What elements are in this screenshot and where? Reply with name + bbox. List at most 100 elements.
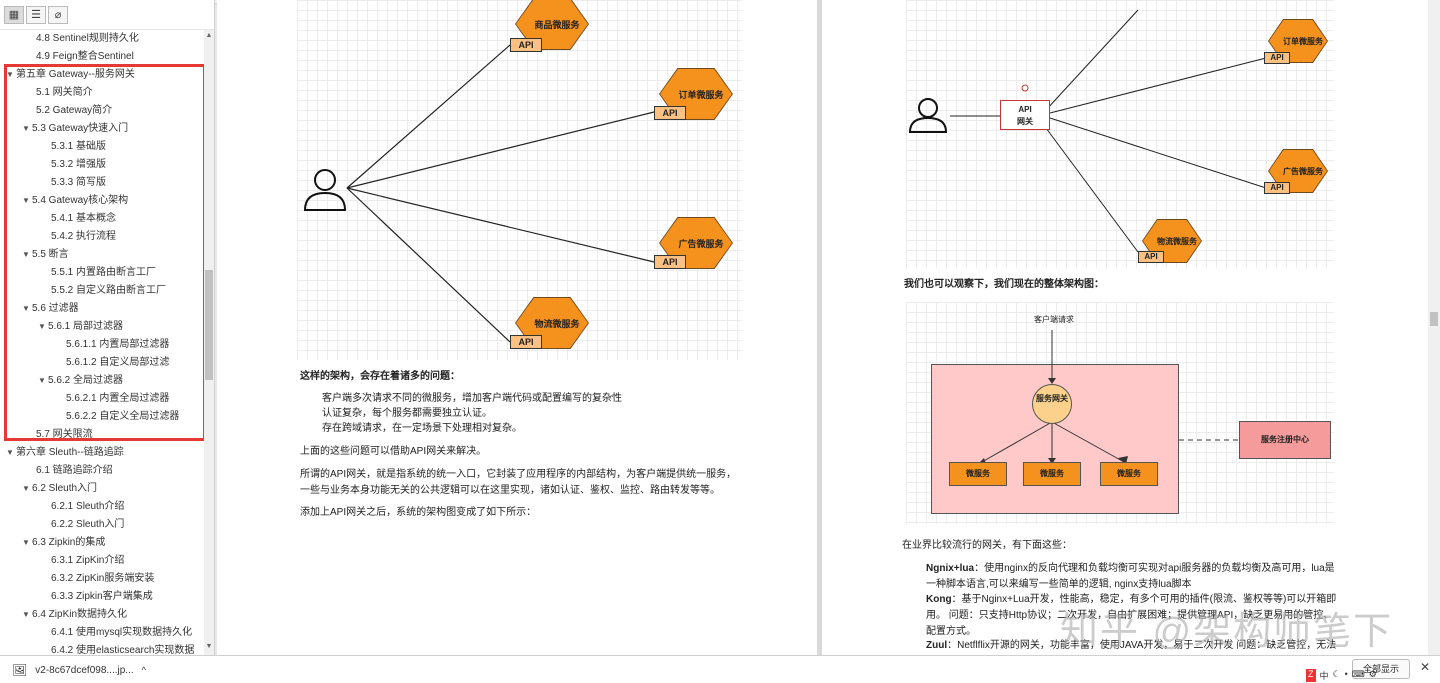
keyboard-icon[interactable]: ⌨ <box>1351 669 1365 679</box>
toc-item[interactable]: ▼6.2 Sleuth入门 <box>0 480 214 498</box>
diagram-direct-access: 商品微服务 API 订单微服务 API 广告微服务 API 物流微服务 API <box>297 0 742 360</box>
toc-item[interactable]: ▼5.3 Gateway快速入门 <box>0 120 214 138</box>
expand-arrow-icon[interactable]: ▼ <box>22 124 30 133</box>
scrollbar-thumb[interactable] <box>1430 312 1438 326</box>
download-bar: 🖼 v2-8c67dcef098....jp... ^ 全部显示 ✕ <box>0 655 1440 683</box>
bullet-item: 存在跨域请求，在一定场景下处理相对复杂。 <box>322 423 522 434</box>
toc-item-label: 第五章 Gateway--服务网关 <box>16 69 135 80</box>
toc-item[interactable]: 6.4.2 使用elasticsearch实现数据 <box>0 642 214 655</box>
toc-item[interactable]: ▼5.5 断言 <box>0 246 214 264</box>
toc-item[interactable]: ▼第六章 Sleuth--链路追踪 <box>0 444 214 462</box>
ime-lang[interactable]: 中 <box>1319 671 1329 681</box>
scroll-up-icon[interactable]: ▲ <box>205 32 213 39</box>
toc-item[interactable]: ▼5.6.2 全局过滤器 <box>0 372 214 390</box>
attachment-icon[interactable]: ⌀ <box>48 5 68 24</box>
outline-view-icon[interactable]: ☰ <box>26 5 46 24</box>
expand-arrow-icon[interactable]: ▼ <box>22 610 30 619</box>
expand-arrow-icon[interactable]: ▼ <box>38 376 46 385</box>
toc-item[interactable]: 5.6.1.2 自定义局部过滤 <box>0 354 214 372</box>
expand-arrow-icon[interactable]: ▼ <box>38 322 46 331</box>
toc-item[interactable]: 5.3.3 简写版 <box>0 174 214 192</box>
moon-icon[interactable]: ☾ <box>1332 669 1341 679</box>
service-registry-node: 服务注册中心 <box>1239 421 1331 459</box>
api-label: API <box>1264 52 1290 64</box>
toc-item[interactable]: 6.3.2 ZipKin服务端安装 <box>0 570 214 588</box>
toc-item[interactable]: ▼第五章 Gateway--服务网关 <box>0 66 214 84</box>
toc-item[interactable]: ▼6.3 Zipkin的集成 <box>0 534 214 552</box>
api-label: API <box>510 38 542 52</box>
toc-item[interactable]: 6.4.1 使用mysql实现数据持久化 <box>0 624 214 642</box>
expand-arrow-icon[interactable]: ▼ <box>22 250 30 259</box>
toc-item-label: 5.4.2 执行流程 <box>51 231 117 242</box>
api-label: API <box>1138 251 1164 263</box>
user-icon <box>303 169 347 211</box>
toc-item[interactable]: 5.4.1 基本概念 <box>0 210 214 228</box>
toc-item[interactable]: 5.4.2 执行流程 <box>0 228 214 246</box>
document-scrollbar[interactable] <box>1428 0 1440 655</box>
toc-item[interactable]: ▼5.6 过滤器 <box>0 300 214 318</box>
toc-item[interactable]: 5.5.2 自定义路由断言工厂 <box>0 282 214 300</box>
page-gap <box>817 0 822 655</box>
toc-item-label: 5.5.2 自定义路由断言工厂 <box>51 285 167 296</box>
architecture-diagram: 客户端请求 服务网关 微服务 微服务 微服务 服务注册中心 <box>906 302 1334 524</box>
toc-item-label: 6.3.2 ZipKin服务端安装 <box>51 573 155 584</box>
toc-item-label: 5.1 网关简介 <box>36 87 93 98</box>
microservice-node: 微服务 <box>949 462 1007 486</box>
toc-item-label: 5.4 Gateway核心架构 <box>32 195 129 206</box>
show-all-button[interactable]: 全部显示 <box>1352 659 1410 679</box>
toc-item[interactable]: 5.3.2 增强版 <box>0 156 214 174</box>
connector-lines <box>908 9 1267 253</box>
service-gateway-node: 服务网关 <box>1032 384 1072 424</box>
toc-item-label: 5.3.2 增强版 <box>51 159 107 170</box>
settings-icon[interactable]: ⚙ <box>1368 669 1377 679</box>
toc-item[interactable]: 4.8 Sentinel规则持久化 <box>0 30 214 48</box>
expand-arrow-icon[interactable]: ▼ <box>22 484 30 493</box>
toc-item[interactable]: 6.2.2 Sleuth入门 <box>0 516 214 534</box>
toc-item-label: 6.3 Zipkin的集成 <box>32 537 106 548</box>
expand-arrow-icon[interactable]: ▼ <box>22 538 30 547</box>
system-tray: Z 中 ☾ • ⌨ ⚙ <box>1306 669 1377 682</box>
connector-lines <box>303 44 655 343</box>
toc-item[interactable]: 5.6.2.1 内置全局过滤器 <box>0 390 214 408</box>
toc-item-label: 6.2.1 Sleuth介绍 <box>51 501 125 512</box>
toc-item[interactable]: 5.3.1 基础版 <box>0 138 214 156</box>
toc-item[interactable]: 5.1 网关简介 <box>0 84 214 102</box>
chevron-up-icon[interactable]: ^ <box>141 665 146 675</box>
toc-item[interactable]: 6.1 链路追踪介绍 <box>0 462 214 480</box>
toc-item[interactable]: 5.2 Gateway简介 <box>0 102 214 120</box>
dot-icon[interactable]: • <box>1344 669 1348 679</box>
image-file-icon: 🖼 <box>12 663 28 677</box>
expand-arrow-icon[interactable]: ▼ <box>22 304 30 313</box>
toc-item[interactable]: 5.6.1.1 内置局部过滤器 <box>0 336 214 354</box>
sidebar-scrollbar[interactable]: ▲ ▼ <box>204 30 214 655</box>
expand-arrow-icon[interactable]: ▼ <box>22 196 30 205</box>
expand-arrow-icon[interactable]: ▼ <box>6 70 14 79</box>
toc-item[interactable]: ▼5.4 Gateway核心架构 <box>0 192 214 210</box>
watermark: 知乎 @架构师笔下 <box>1060 611 1394 653</box>
toc-item[interactable]: 4.9 Feign整合Sentinel <box>0 48 214 66</box>
scrollbar-thumb[interactable] <box>205 270 213 380</box>
arch-arrows <box>978 330 1239 464</box>
toc-item[interactable]: 5.5.1 内置路由断言工厂 <box>0 264 214 282</box>
download-item[interactable]: 🖼 v2-8c67dcef098....jp... ^ <box>12 661 146 679</box>
toc-item[interactable]: 5.7 网关限流 <box>0 426 214 444</box>
toc-item[interactable]: 6.3.3 Zipkin客户端集成 <box>0 588 214 606</box>
toc-item[interactable]: 5.6.2.2 自定义全局过滤器 <box>0 408 214 426</box>
thumbnail-view-icon[interactable]: ▦ <box>4 5 24 24</box>
close-icon[interactable]: ✕ <box>1420 660 1431 674</box>
gateway-item: Kong：基于Nginx+Lua开发，性能高，稳定，有多个可用的插件(限流、鉴权… <box>926 594 1337 637</box>
toc-item-label: 5.6.1.1 内置局部过滤器 <box>66 339 170 350</box>
ime-icon[interactable]: Z <box>1306 669 1316 682</box>
toc-item[interactable]: 6.3.1 ZipKin介绍 <box>0 552 214 570</box>
toc-item-label: 5.3.3 简写版 <box>51 177 107 188</box>
section-heading: 我们也可以观察下，我们现在的整体架构图： <box>904 279 1104 290</box>
scroll-down-icon[interactable]: ▼ <box>205 643 213 650</box>
api-label: API <box>654 255 686 269</box>
expand-arrow-icon[interactable]: ▼ <box>6 448 14 457</box>
api-label: API <box>1264 182 1290 194</box>
toc-item[interactable]: ▼5.6.1 局部过滤器 <box>0 318 214 336</box>
toc-item[interactable]: ▼6.4 ZipKin数据持久化 <box>0 606 214 624</box>
toc-item[interactable]: 6.2.1 Sleuth介绍 <box>0 498 214 516</box>
